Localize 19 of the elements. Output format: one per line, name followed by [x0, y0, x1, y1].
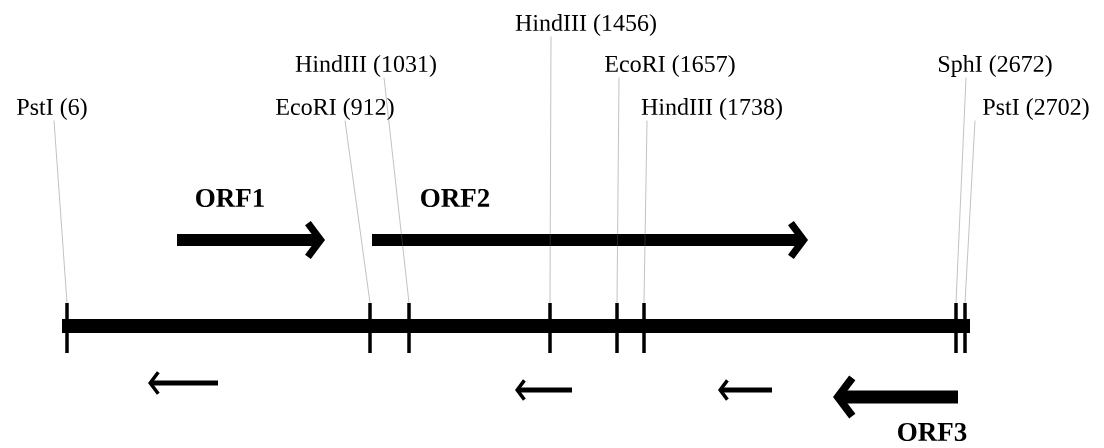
leader-line — [964, 120, 976, 303]
leader-line — [616, 77, 620, 303]
orf-label: ORF3 — [898, 422, 967, 442]
site-label: HindIII (1456) — [515, 14, 656, 36]
site-label: PstI (2702) — [983, 98, 1089, 120]
leader-line — [643, 120, 648, 303]
leader-line — [383, 77, 410, 303]
orf-label: ORF1 — [196, 188, 264, 208]
site-label: EcoRI (1657) — [605, 55, 735, 77]
orf-label: ORF2 — [421, 188, 490, 208]
leader-line — [53, 120, 68, 303]
leader-line — [549, 36, 552, 303]
site-label: SphI (2672) — [938, 55, 1052, 77]
site-label: HindIII (1738) — [641, 98, 782, 120]
leader-line — [955, 77, 967, 303]
leader-line — [344, 120, 371, 303]
site-label: EcoRI (912) — [276, 98, 394, 120]
site-label: PstI (6) — [17, 98, 87, 120]
site-label: HindIII (1031) — [295, 55, 436, 77]
